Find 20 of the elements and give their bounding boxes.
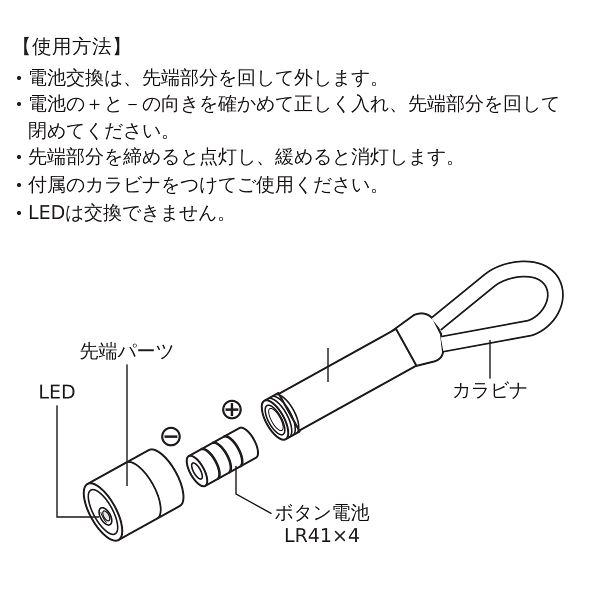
plus-sign: ⊕ — [219, 395, 245, 425]
instruction-text: 先端部分を締めると点灯し、緩めると消灯します。 — [28, 144, 466, 170]
led — [98, 506, 113, 526]
instruction-text: 付属のカラビナをつけてご使用ください。 — [28, 172, 390, 198]
carabiner — [430, 260, 564, 353]
instruction-text: LEDは交換できません。 — [28, 200, 238, 226]
part-label: LED — [38, 382, 76, 404]
part-spec: LR41×4 — [283, 525, 361, 548]
instruction-text: 電池交換は、先端部分を回して外します。 — [28, 66, 390, 90]
part-label: カラビナ — [452, 380, 528, 402]
button-battery-stack — [186, 426, 259, 488]
part-label: ボタン電池 — [274, 502, 370, 525]
minus-sign: ⊖ — [158, 422, 184, 452]
heading: 【使用方法】 — [12, 35, 132, 58]
leader-line — [489, 340, 491, 379]
instruction-text: 電池の＋と－の向きを確かめて正しく入れ、先端部分を回して閉めてください。 — [28, 92, 561, 144]
tip-part — [82, 448, 184, 542]
part-label: 先端パーツ — [80, 340, 174, 364]
leader-line — [235, 466, 272, 514]
leader-line — [126, 364, 128, 486]
